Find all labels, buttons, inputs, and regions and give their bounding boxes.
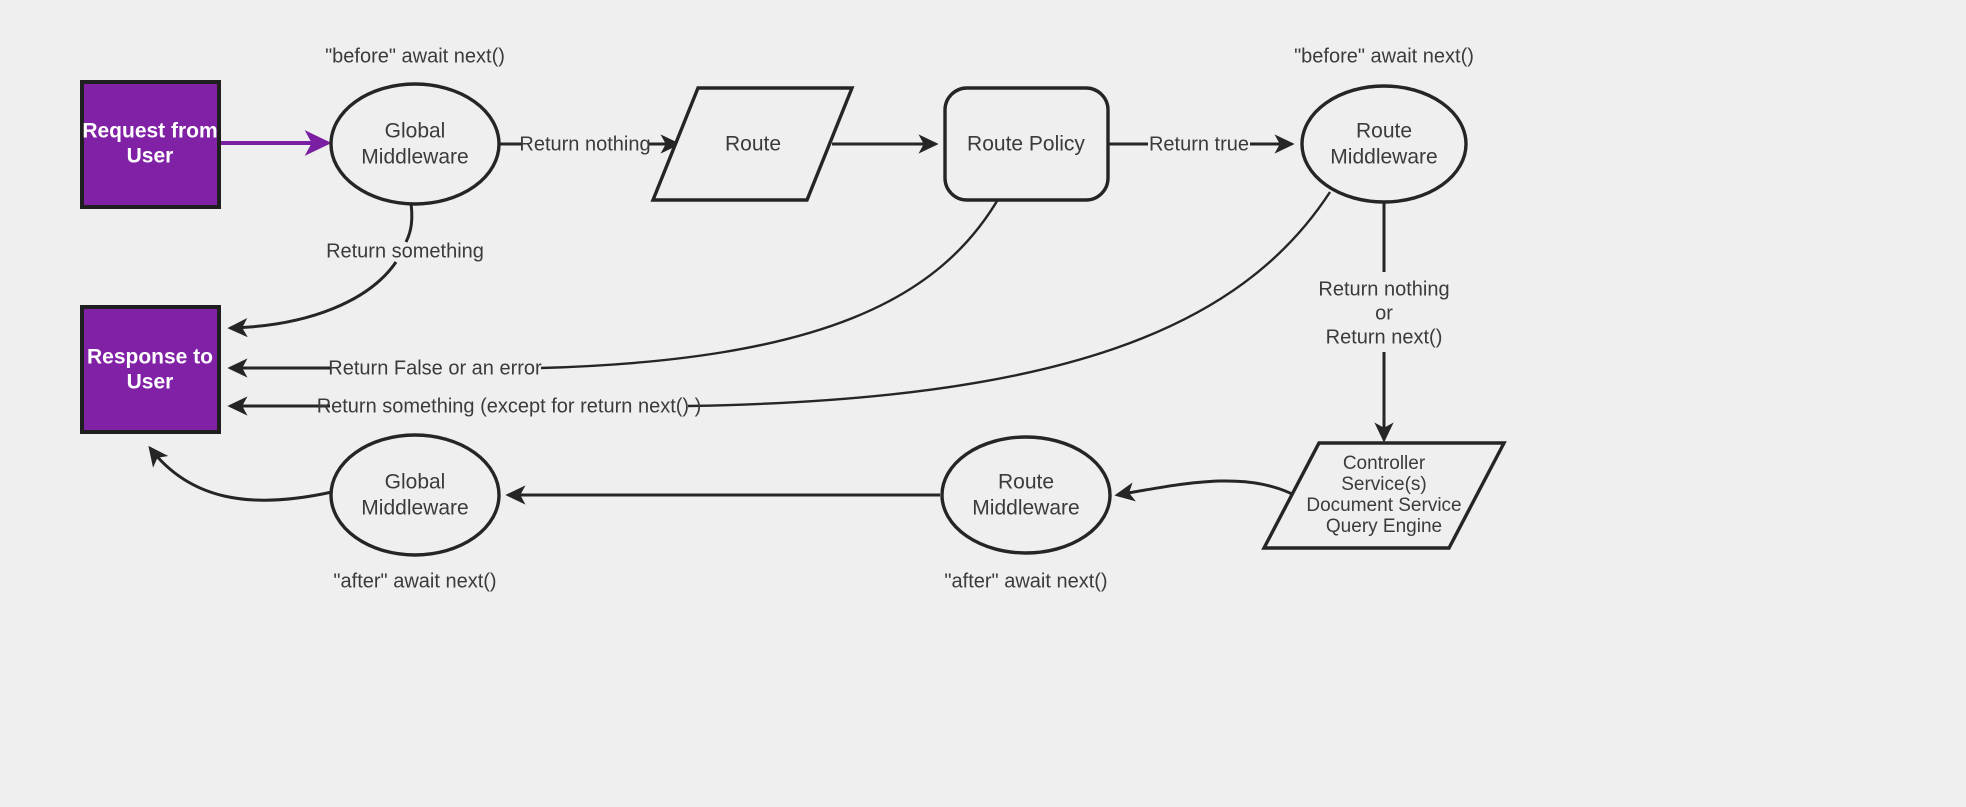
global-middleware-after-label-line2: Middleware (361, 497, 468, 520)
edge-global-middleware-after-to-response (148, 445, 333, 502)
route-middleware-before-ellipse[interactable] (1300, 84, 1468, 204)
controller-stack-parallelogram[interactable] (1261, 441, 1507, 550)
global-middleware-after-label-line1: Global (385, 471, 446, 494)
node-route-middleware-after[interactable]: Route Middleware (940, 435, 1112, 555)
node-global-middleware-after[interactable]: Global Middleware (329, 433, 501, 557)
node-route-policy[interactable]: Route Policy (943, 86, 1110, 202)
request-from-user-label-line2: User (127, 145, 174, 168)
node-route[interactable]: Route (650, 86, 855, 202)
edge-label-return-false-or-error: Return False or an error (328, 357, 542, 379)
route-parallelogram[interactable] (650, 86, 855, 202)
edge-label-return-nothing: Return nothing (519, 133, 650, 155)
controller-stack-line-3: Document Service (1306, 495, 1461, 516)
controller-stack-line-2: Service(s) (1341, 474, 1427, 495)
edge-global-middleware-return-something-tail (227, 261, 398, 338)
route-middleware-before-label-line2: Middleware (1330, 146, 1437, 169)
route-policy-label: Route Policy (967, 133, 1085, 156)
annotation-before-route-middleware: "before" await next() (1294, 45, 1474, 67)
edge-label-return-next: Return next() (1326, 326, 1443, 348)
response-to-user-label-line1: Response to (87, 346, 213, 369)
route-middleware-after-label-line2: Middleware (972, 497, 1079, 520)
controller-stack-line-1: Controller (1343, 453, 1426, 474)
global-middleware-before-label-line2: Middleware (361, 146, 468, 169)
node-route-middleware-before[interactable]: Route Middleware (1300, 84, 1468, 204)
node-controller-stack[interactable]: Controller Service(s) Document Service Q… (1261, 441, 1507, 550)
edge-route-middleware-return-something (687, 191, 1332, 408)
request-from-user-label-line1: Request from (82, 120, 217, 143)
edge-label-return-nothing-pass: Return nothing (1318, 278, 1449, 300)
edge-controller-to-route-middleware-after (1114, 479, 1301, 502)
route-middleware-before-label-line1: Route (1356, 120, 1412, 143)
node-request-from-user[interactable]: Request from User (80, 80, 221, 209)
edge-route-policy-return-false (540, 195, 1002, 370)
response-to-user-label-line2: User (127, 371, 174, 394)
edge-label-return-true: Return true (1149, 133, 1249, 155)
annotation-after-route-middleware: "after" await next() (944, 570, 1107, 592)
annotation-after-global-middleware: "after" await next() (333, 570, 496, 592)
route-middleware-after-ellipse[interactable] (940, 435, 1112, 555)
annotation-before-global-middleware: "before" await next() (325, 45, 505, 67)
node-global-middleware-before[interactable]: Global Middleware (329, 82, 501, 206)
node-response-to-user[interactable]: Response to User (80, 305, 221, 434)
edge-label-return-something-except-next: Return something (except for return next… (317, 395, 702, 417)
route-policy-box[interactable] (943, 86, 1110, 202)
edge-label-return-something: Return something (326, 240, 484, 262)
route-label: Route (725, 133, 781, 156)
route-middleware-after-label-line1: Route (998, 471, 1054, 494)
edge-label-or: or (1375, 302, 1393, 324)
response-to-user-box[interactable] (80, 305, 221, 434)
controller-stack-line-4: Query Engine (1326, 516, 1442, 537)
global-middleware-after-ellipse[interactable] (329, 433, 501, 557)
global-middleware-before-ellipse[interactable] (329, 82, 501, 206)
request-from-user-box[interactable] (80, 80, 221, 209)
global-middleware-before-label-line1: Global (385, 120, 446, 143)
